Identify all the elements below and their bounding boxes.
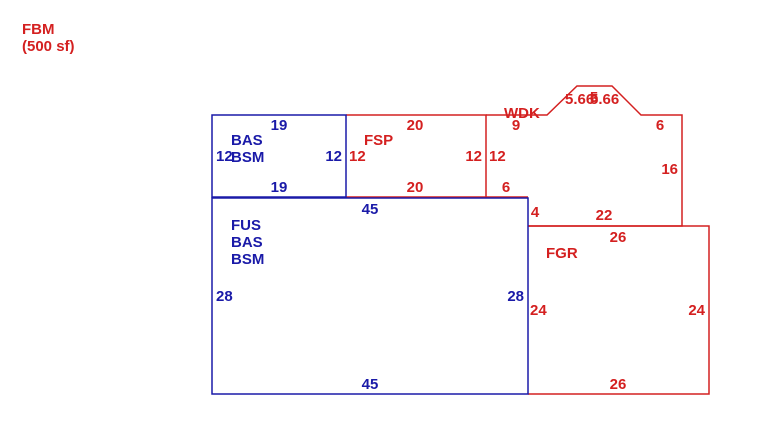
wdk-left-side-dimension: 12 — [489, 148, 506, 165]
wdk-label: WDK — [504, 105, 540, 122]
wdk-left-bottom-dimension: 6 — [502, 179, 510, 196]
wdk-right-top-dimension: 6 — [656, 117, 664, 134]
wdk-bay-top-dimension: 5 — [590, 89, 598, 106]
fsp-top-dimension: 20 — [407, 117, 424, 134]
bas-bsm-bottom-dimension: 19 — [271, 179, 288, 196]
fgr-label: FGR — [546, 245, 578, 262]
wdk-right-side-dimension: 16 — [661, 161, 678, 178]
fsp-label: FSP — [364, 132, 393, 149]
fus-top-dimension: 45 — [362, 201, 379, 218]
wdk-bay-right-dimension: 5.66 — [590, 91, 619, 108]
wdk-left-top-dimension: 9 — [512, 117, 520, 134]
fus-label-bas: BAS — [231, 234, 263, 251]
wdk-outline — [486, 85, 683, 227]
bas-bsm-left-dimension: 12 — [216, 148, 233, 165]
bas-bsm-right-dimension: 12 — [325, 148, 342, 165]
wdk-bottom-dimension: 22 — [596, 207, 613, 224]
fsp-bottom-dimension: 20 — [407, 179, 424, 196]
bas-bsm-label-bas: BAS — [231, 132, 263, 149]
fgr-left-dimension: 24 — [530, 302, 547, 319]
fsp-left-dimension: 12 — [349, 148, 366, 165]
fgr-top-dimension: 26 — [610, 229, 627, 246]
bas-bsm-outline — [211, 114, 347, 198]
wdk-step-dimension: 4 — [531, 204, 540, 221]
fgr-bottom-dimension: 26 — [610, 376, 627, 393]
legend-fbm-area: (500 sf) — [22, 38, 75, 55]
fus-label-bsm: BSM — [231, 251, 264, 268]
wdk-bay-left-dimension: 5.66 — [565, 91, 594, 108]
fgr-right-dimension: 24 — [688, 302, 705, 319]
bas-bsm-top-dimension: 19 — [271, 117, 288, 134]
legend-fbm-label: FBM — [22, 21, 55, 38]
fsp-right-dimension: 12 — [465, 148, 482, 165]
fgr-outline — [528, 225, 710, 395]
fus-bottom-dimension: 45 — [362, 376, 379, 393]
fus-bas-bsm-outline — [211, 197, 529, 395]
fus-left-dimension: 28 — [216, 288, 233, 305]
bas-bsm-label-bsm: BSM — [231, 149, 264, 166]
fus-right-dimension: 28 — [507, 288, 524, 305]
fus-label-fus: FUS — [231, 217, 261, 234]
